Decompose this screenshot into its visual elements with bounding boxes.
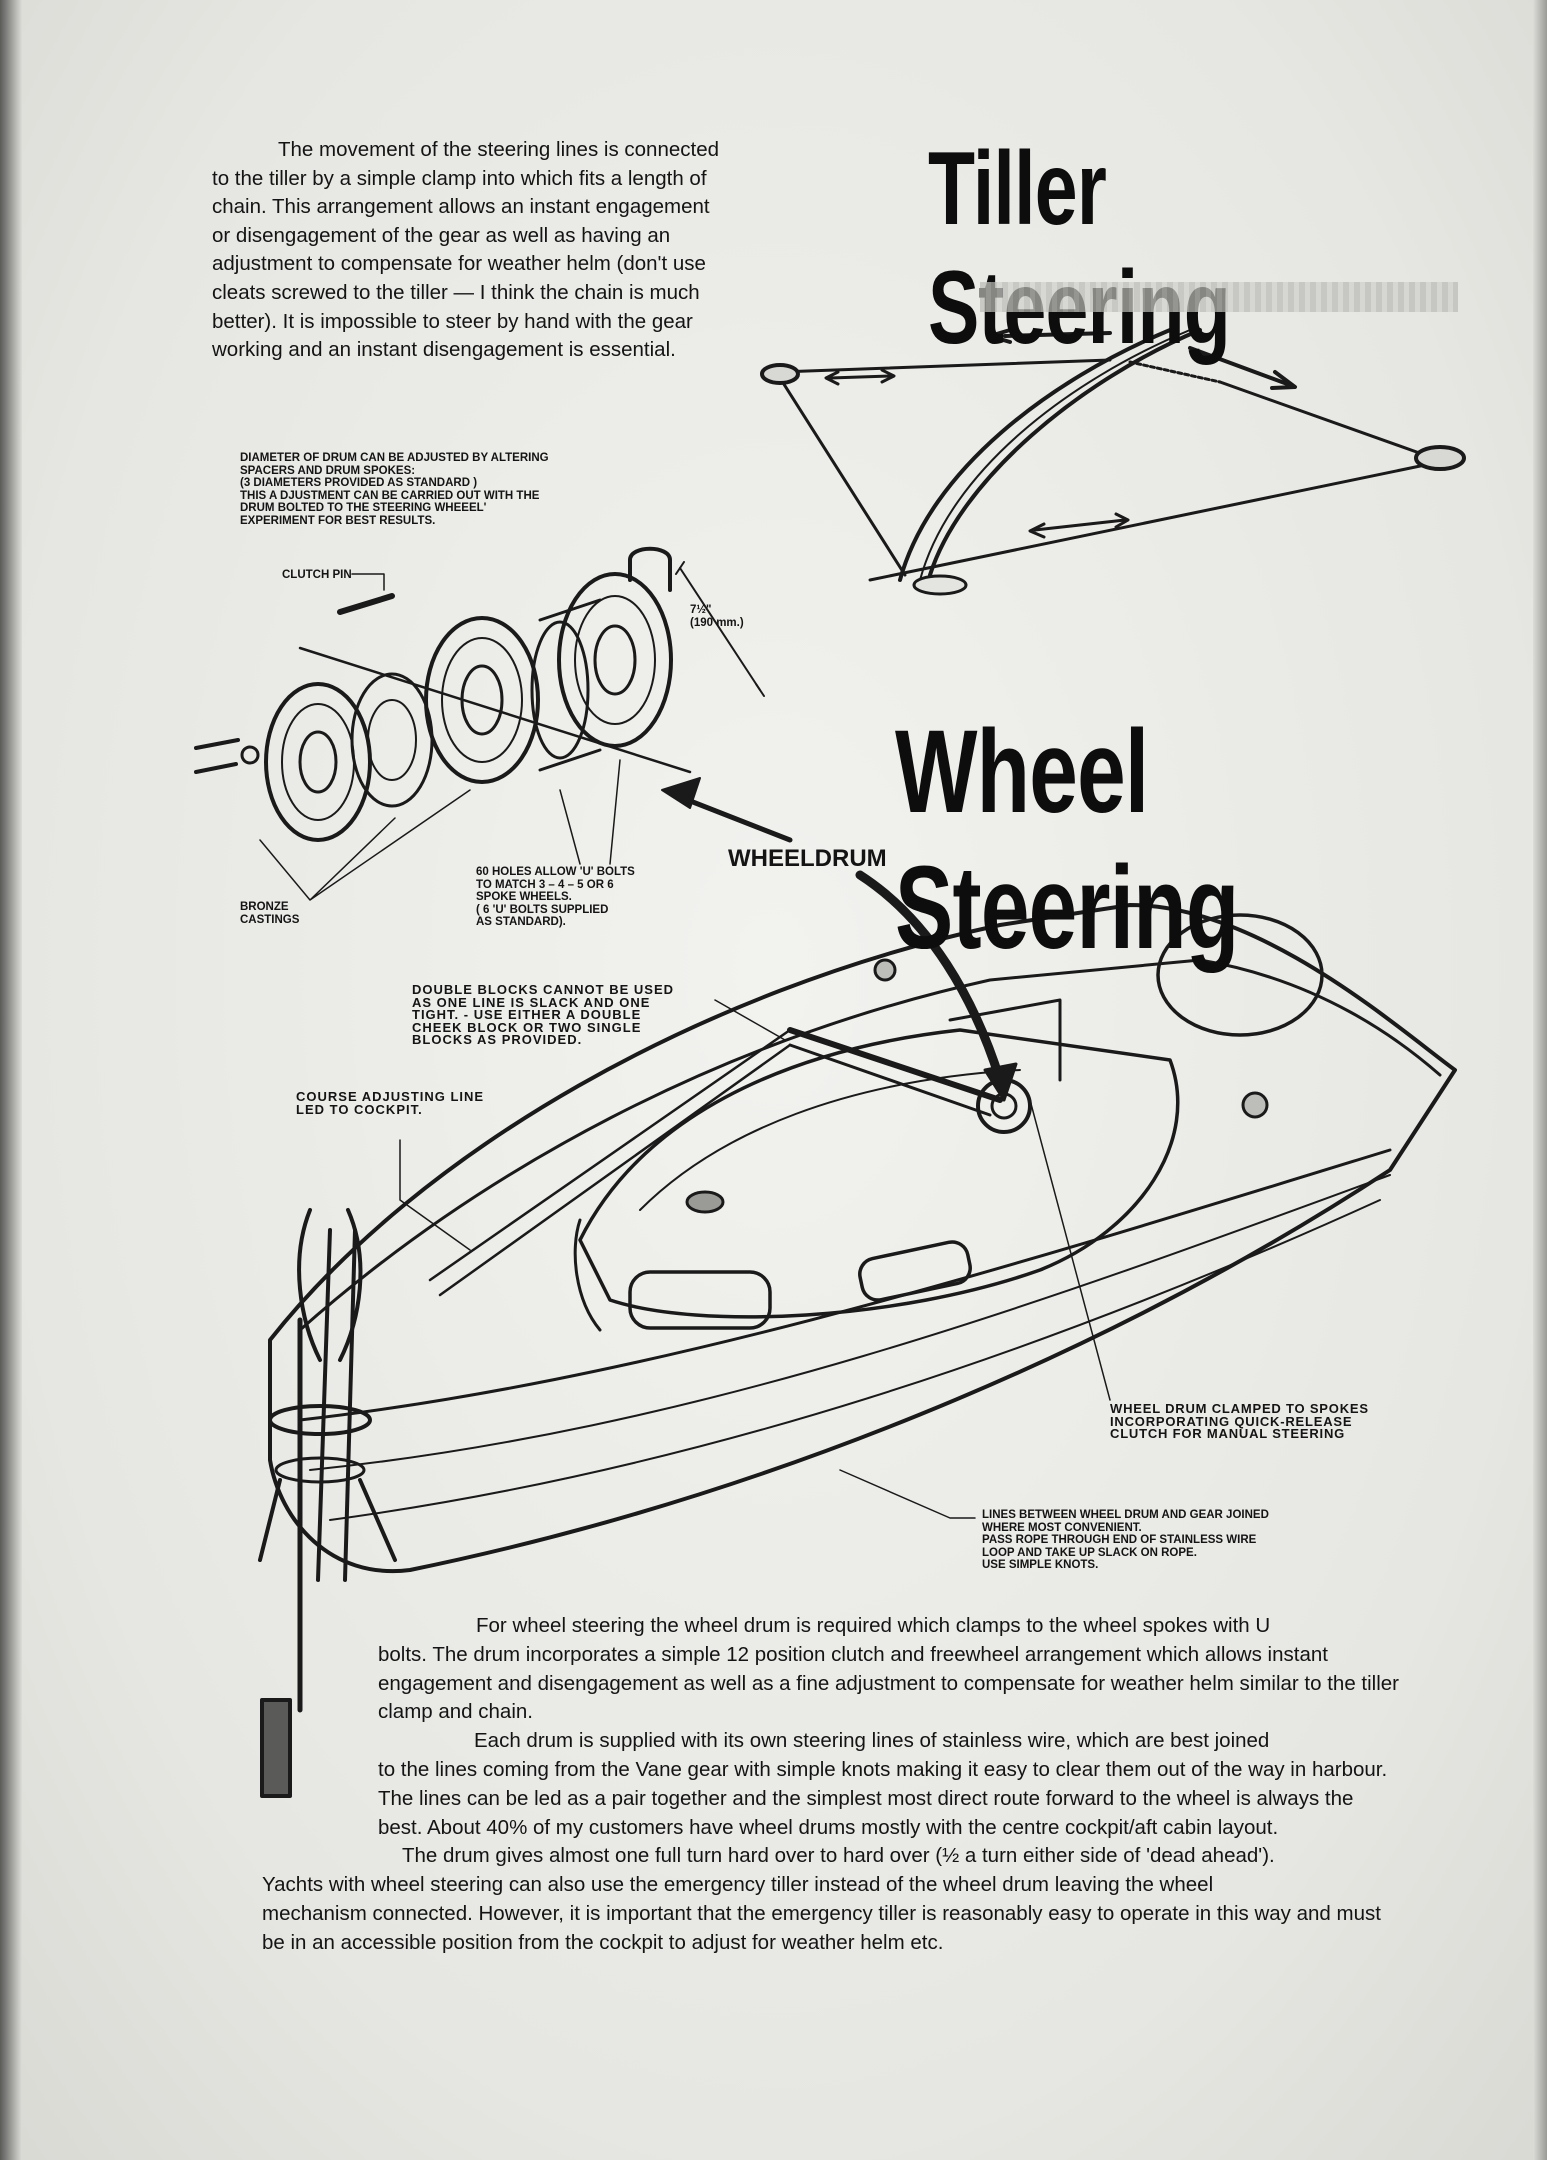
body-paragraph-4-rest: mechanism connected. However, it is impo… [262, 1901, 1381, 1954]
u-bolt-holes-note: 60 HOLES ALLOW 'U' BOLTS TO MATCH 3 – 4 … [476, 866, 635, 928]
drum-dimension-label: 7½" (190 mm.) [690, 604, 744, 629]
bronze-castings-label: BRONZE CASTINGS [240, 901, 300, 926]
page-fold-shadow-right [1533, 0, 1547, 2160]
wheel-steering-body-text: For wheel steering the wheel drum is req… [262, 1612, 1402, 1958]
wheel-drum-clamped-note: WHEEL DRUM CLAMPED TO SPOKES INCORPORATI… [1110, 1401, 1369, 1442]
wheel-steering-heading: Wheel Steering [895, 706, 1239, 974]
body-paragraph-2: Each drum is supplied with its own steer… [262, 1727, 1402, 1842]
body-paragraph-2-first-line: Each drum is supplied with its own steer… [474, 1729, 1270, 1753]
course-adjusting-line-note: COURSE ADJUSTING LINE LED TO COCKPIT. [296, 1089, 485, 1117]
wheeldrum-exploded-diagram [194, 546, 793, 901]
body-paragraph-1-rest: bolts. The drum incorporates a simple 12… [378, 1642, 1400, 1724]
tiller-intro-text: The movement of the steering lines is co… [212, 136, 732, 365]
page-fold-shadow-left [0, 0, 22, 2160]
body-paragraph-4-first-line: Yachts with wheel steering can also use … [262, 1873, 1214, 1897]
body-paragraph-3-text: The drum gives almost one full turn hard… [402, 1844, 1275, 1868]
faded-heading-ghost [980, 282, 1458, 312]
body-paragraph-2-rest: to the lines coming from the Vane gear w… [378, 1757, 1388, 1839]
tiller-intro-paragraph: The movement of the steering lines is co… [212, 138, 719, 362]
tiller-steering-diagram [760, 328, 1466, 596]
body-paragraph-3: The drum gives almost one full turn hard… [262, 1842, 1402, 1871]
clutch-pin-label: CLUTCH PIN [282, 569, 352, 581]
lines-joined-note: LINES BETWEEN WHEEL DRUM AND GEAR JOINED… [982, 1509, 1269, 1572]
body-paragraph-1-first-line: For wheel steering the wheel drum is req… [476, 1614, 1271, 1637]
diameter-adjustment-note: DIAMETER OF DRUM CAN BE ADJUSTED BY ALTE… [240, 452, 549, 527]
body-paragraph-1: For wheel steering the wheel drum is req… [262, 1612, 1402, 1727]
yacht-illustration [258, 870, 1457, 1798]
body-paragraph-4: Yachts with wheel steering can also use … [262, 1871, 1402, 1957]
wheeldrum-label: WHEELDRUM [728, 845, 887, 872]
tiller-steering-heading: Tiller Steering [928, 131, 1231, 366]
double-blocks-note: DOUBLE BLOCKS CANNOT BE USED AS ONE LINE… [412, 982, 675, 1048]
